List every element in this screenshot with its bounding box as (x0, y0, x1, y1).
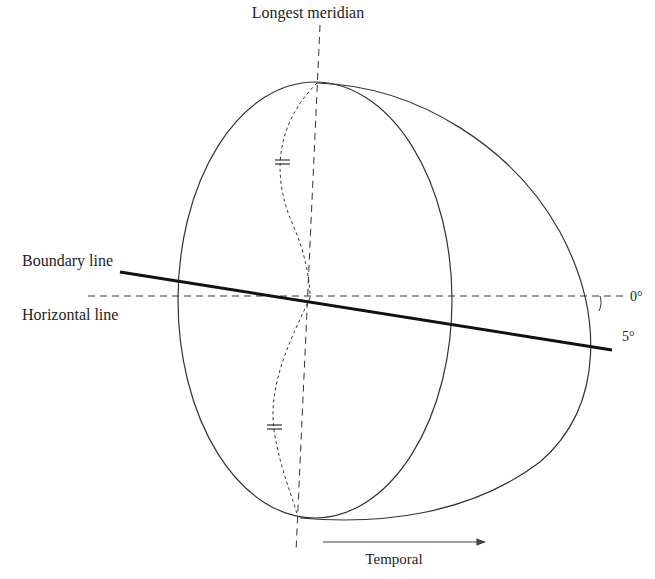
equal-marks (267, 160, 290, 429)
direction-label: Temporal (365, 551, 422, 568)
direction-arrow (323, 541, 485, 542)
upper-curve (280, 83, 317, 298)
meridian-line (296, 25, 320, 552)
lower-curve (273, 298, 310, 518)
outer-contour (300, 83, 591, 520)
boundary-line (120, 272, 612, 350)
angle-label: 5° (622, 329, 635, 344)
inner-ellipse (178, 82, 452, 518)
line-label: Horizontal line (22, 306, 118, 324)
angle-arc (599, 296, 601, 311)
angle-label: 0° (630, 289, 643, 304)
horizontal-line (88, 296, 625, 297)
axis-label: Longest meridian (252, 4, 364, 22)
line-label: Boundary line (22, 252, 113, 270)
